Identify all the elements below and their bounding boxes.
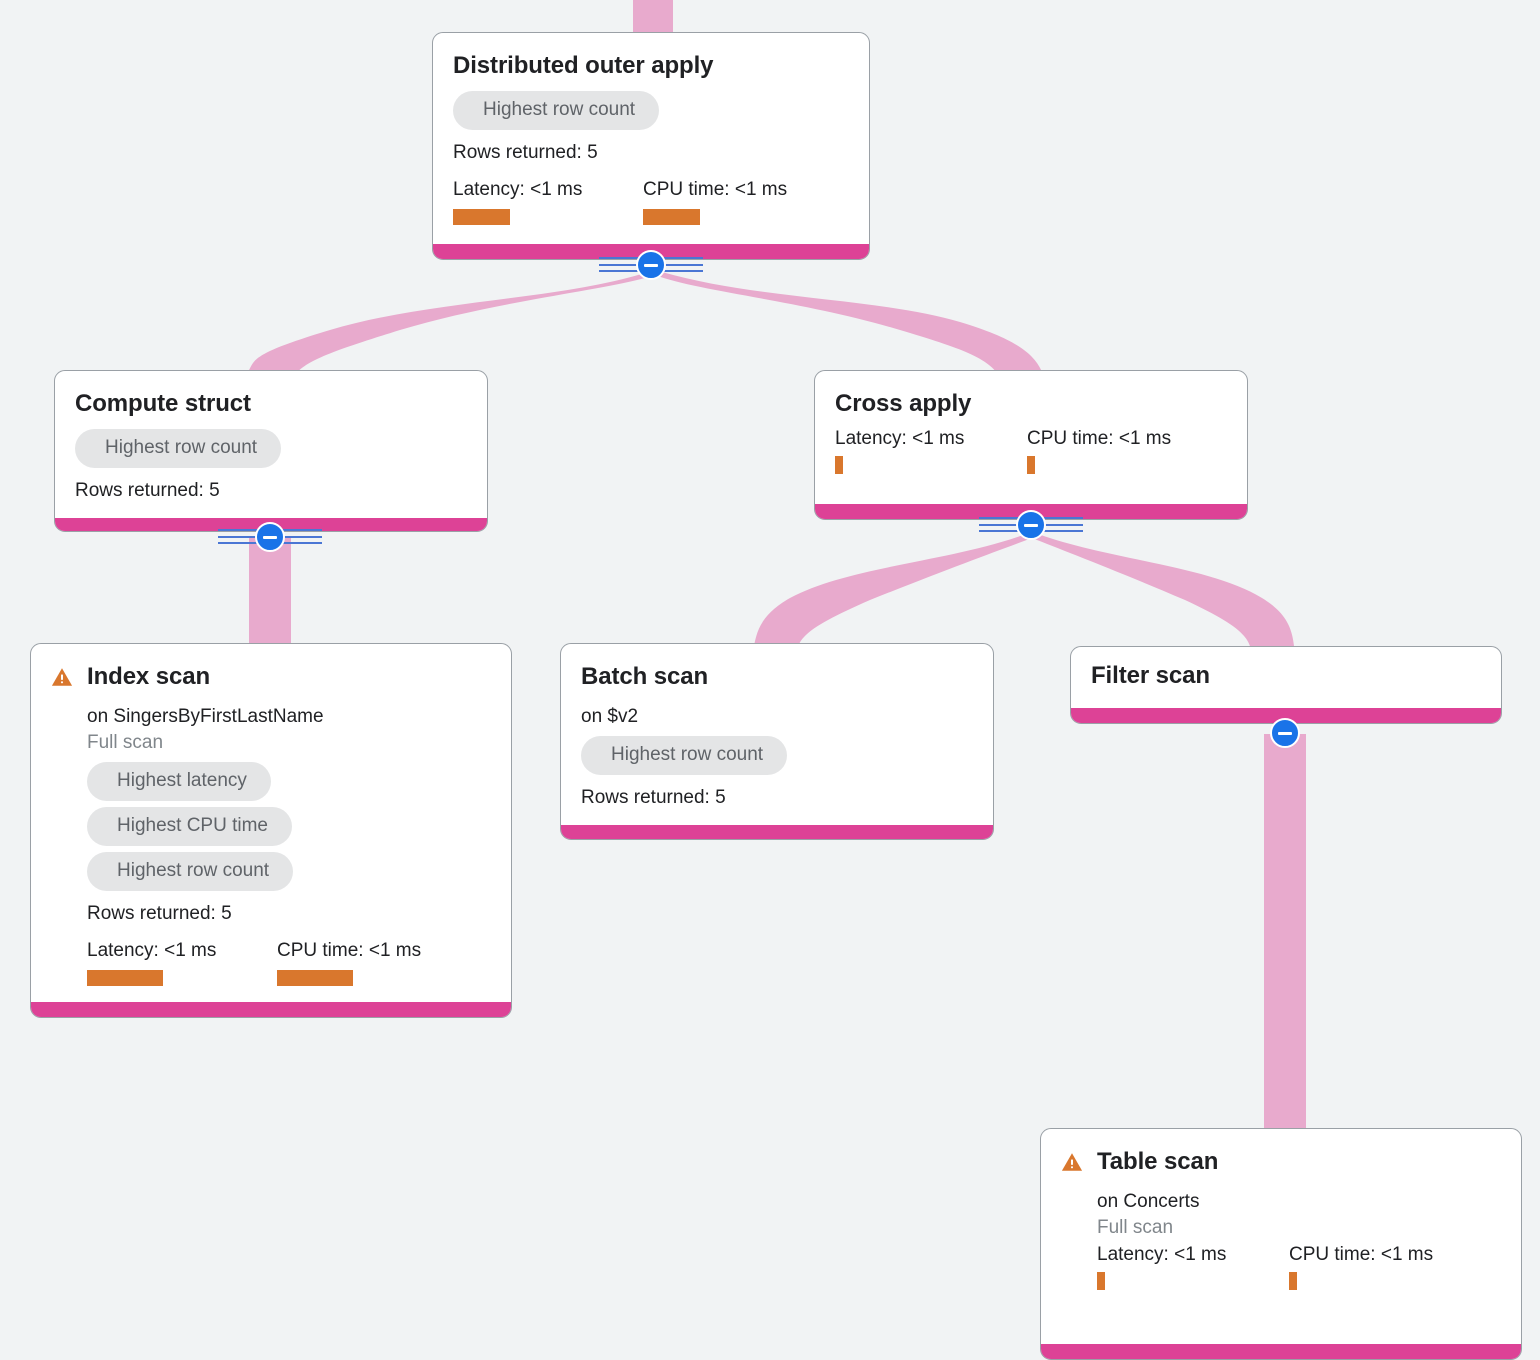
metric-cpu-time: CPU time: <1 ms: [277, 939, 421, 986]
node-title-row: Filter scan: [1091, 661, 1481, 691]
node-metrics: Latency: <1 ms CPU time: <1 ms: [835, 427, 1227, 474]
edge-distributed-outer-apply-to-cross-apply: [655, 272, 1042, 378]
node-title: Compute struct: [75, 390, 251, 417]
metric-cpu-time-label: CPU time: <1 ms: [1289, 1244, 1434, 1265]
edge-cross-apply-to-filter-scan: [1032, 534, 1294, 650]
metric-latency-bar: [453, 209, 510, 225]
node-metrics: Latency: <1 ms CPU time: <1 ms: [87, 939, 491, 986]
plan-node-filter-scan[interactable]: Filter scan: [1070, 646, 1502, 724]
collapse-toggle-compute-struct[interactable]: [255, 522, 285, 552]
node-body: Table scan on Concerts Full scan Latency…: [1041, 1129, 1521, 1344]
badge-highest-cpu-time: Highest CPU time: [87, 807, 292, 846]
node-badges: Highest row count: [75, 429, 467, 468]
node-badges: Highest row count: [453, 91, 849, 130]
metric-cpu-time-bar: [1027, 456, 1035, 474]
metric-cpu-time-bar: [643, 209, 700, 225]
edge-filter-scan-to-table-scan: [1264, 734, 1306, 1132]
node-subtitle: on SingersByFirstLastName: [87, 706, 324, 727]
node-badges: Highest row count: [581, 736, 973, 775]
node-metrics: Latency: <1 ms CPU time: <1 ms: [453, 178, 849, 225]
node-title-row: Compute struct: [75, 389, 467, 419]
warning-triangle-icon: [1061, 1153, 1083, 1171]
rows-returned: Rows returned: 5: [75, 480, 220, 501]
badge-highest-latency: Highest latency: [87, 762, 271, 801]
node-title: Batch scan: [581, 663, 709, 690]
plan-node-cross-apply[interactable]: Cross apply Latency: <1 ms CPU time: <1 …: [814, 370, 1248, 520]
warning-triangle-icon: [51, 668, 73, 686]
metric-cpu-time: CPU time: <1 ms: [643, 178, 787, 225]
metric-cpu-time-bar: [1289, 1272, 1297, 1290]
edge-cross-apply-to-batch-scan: [754, 534, 1032, 650]
node-badges: Highest latency Highest CPU time Highest…: [87, 762, 491, 891]
node-body: Batch scan on $v2 Highest row count Rows…: [561, 644, 993, 825]
metric-latency-bar: [87, 970, 163, 986]
metric-latency-label: Latency: <1 ms: [87, 940, 217, 961]
node-footer-bar: [1071, 708, 1501, 723]
metric-latency-bar: [835, 456, 843, 474]
plan-node-compute-struct[interactable]: Compute struct Highest row count Rows re…: [54, 370, 488, 532]
metric-latency-label: Latency: <1 ms: [835, 428, 965, 449]
node-title: Filter scan: [1091, 662, 1210, 689]
collapse-toggle-filter-scan[interactable]: [1270, 718, 1300, 748]
node-title: Cross apply: [835, 390, 972, 417]
rows-returned: Rows returned: 5: [87, 903, 232, 924]
plan-node-distributed-outer-apply[interactable]: Distributed outer apply Highest row coun…: [432, 32, 870, 260]
plan-node-table-scan[interactable]: Table scan on Concerts Full scan Latency…: [1040, 1128, 1522, 1360]
node-title-row: Distributed outer apply: [453, 51, 849, 81]
badge-highest-row-count: Highest row count: [75, 429, 282, 468]
node-title-row: Index scan: [51, 662, 491, 692]
node-detail-group: on Concerts Full scan Latency: <1 ms CPU…: [1061, 1181, 1501, 1290]
metric-latency-label: Latency: <1 ms: [453, 179, 583, 200]
metric-cpu-time-bar: [277, 970, 353, 986]
node-title-row: Cross apply: [835, 389, 1227, 419]
node-title: Distributed outer apply: [453, 52, 714, 79]
badge-highest-row-count: Highest row count: [87, 852, 294, 891]
plan-node-batch-scan[interactable]: Batch scan on $v2 Highest row count Rows…: [560, 643, 994, 840]
badge-highest-row-count: Highest row count: [453, 91, 660, 130]
node-subtitle: on $v2: [581, 706, 639, 727]
metric-cpu-time-label: CPU time: <1 ms: [1027, 428, 1172, 449]
node-footer-bar: [561, 825, 993, 839]
edge-root-inlet: [633, 0, 673, 34]
metric-latency: Latency: <1 ms: [453, 178, 643, 225]
badge-highest-row-count: Highest row count: [581, 736, 788, 775]
node-title: Table scan: [1097, 1148, 1219, 1175]
node-body: Distributed outer apply Highest row coun…: [433, 33, 869, 244]
node-footer-bar: [31, 1002, 511, 1017]
metric-cpu-time: CPU time: <1 ms: [1289, 1243, 1433, 1290]
metric-cpu-time-label: CPU time: <1 ms: [277, 940, 422, 961]
node-title: Index scan: [87, 663, 211, 690]
rows-returned: Rows returned: 5: [453, 142, 598, 163]
edge-compute-struct-to-index-scan: [249, 536, 291, 646]
plan-node-index-scan[interactable]: Index scan on SingersByFirstLastName Ful…: [30, 643, 512, 1018]
collapse-toggle-cross-apply[interactable]: [1016, 510, 1046, 540]
node-body: Cross apply Latency: <1 ms CPU time: <1 …: [815, 371, 1247, 504]
metric-cpu-time-label: CPU time: <1 ms: [643, 179, 788, 200]
node-title-row: Batch scan: [581, 662, 973, 692]
metric-cpu-time: CPU time: <1 ms: [1027, 427, 1171, 474]
metric-latency-bar: [1097, 1272, 1105, 1290]
node-metrics: Latency: <1 ms CPU time: <1 ms: [1097, 1243, 1501, 1290]
metric-latency-label: Latency: <1 ms: [1097, 1244, 1227, 1265]
node-title-row: Table scan: [1061, 1147, 1501, 1177]
node-detail-group: on SingersByFirstLastName Full scan High…: [51, 696, 491, 986]
edge-distributed-outer-apply-to-compute-struct: [248, 272, 655, 380]
node-note: Full scan: [87, 732, 164, 753]
node-body: Compute struct Highest row count Rows re…: [55, 371, 487, 518]
node-note: Full scan: [1097, 1217, 1174, 1238]
node-subtitle: on Concerts: [1097, 1191, 1200, 1212]
node-body: Filter scan: [1071, 647, 1501, 708]
rows-returned: Rows returned: 5: [581, 787, 726, 808]
metric-latency: Latency: <1 ms: [835, 427, 1027, 474]
node-body: Index scan on SingersByFirstLastName Ful…: [31, 644, 511, 1002]
metric-latency: Latency: <1 ms: [87, 939, 277, 986]
node-footer-bar: [1041, 1344, 1521, 1359]
collapse-toggle-distributed-outer-apply[interactable]: [636, 250, 666, 280]
metric-latency: Latency: <1 ms: [1097, 1243, 1289, 1290]
